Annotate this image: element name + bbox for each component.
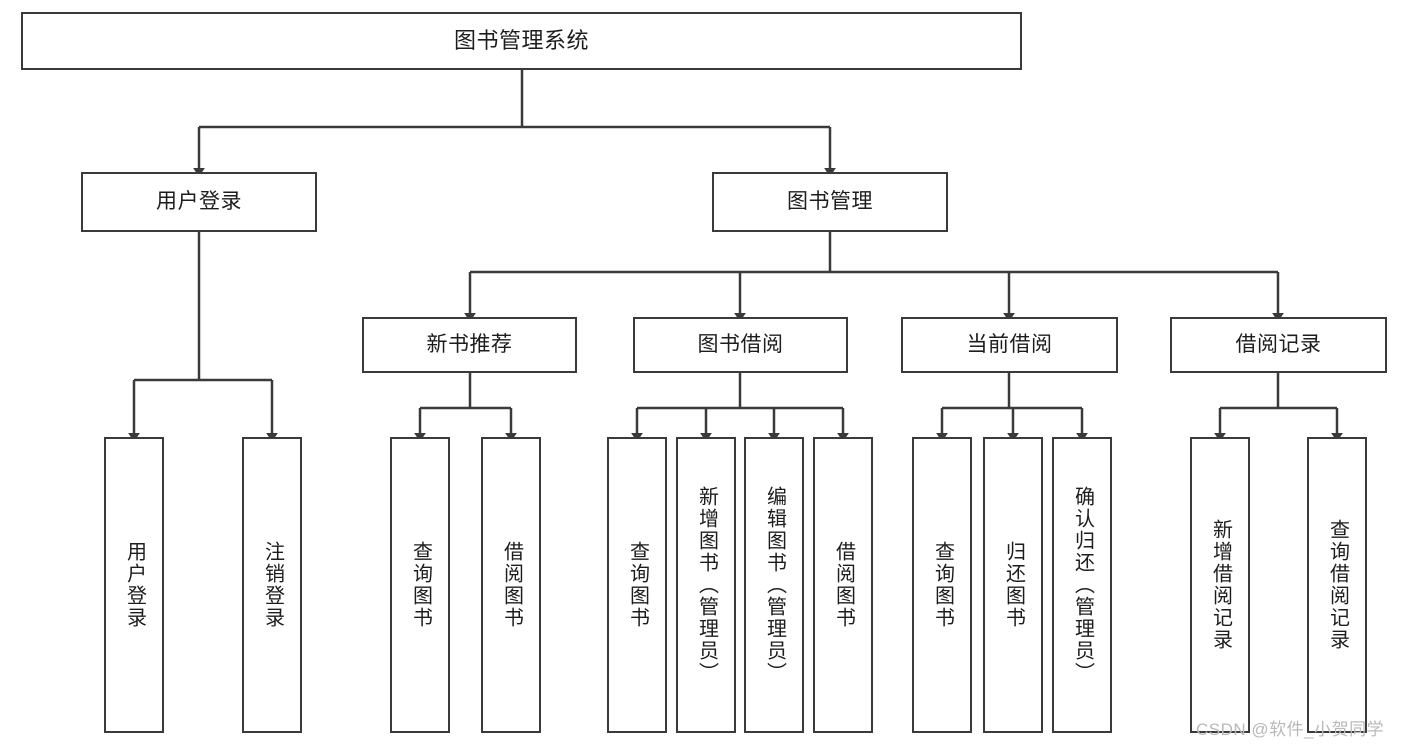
node-leaf-add-book[interactable]: 新增图书（管理员） [676,437,736,733]
node-label: 查询借阅记录 [1326,519,1349,651]
node-leaf-query-book-recommend[interactable]: 查询图书 [390,437,450,733]
node-label: 图书管理系统 [453,28,589,54]
node-leaf-borrow-book[interactable]: 借阅图书 [813,437,873,733]
node-borrow-record[interactable]: 借阅记录 [1170,317,1387,373]
node-leaf-return-book[interactable]: 归还图书 [983,437,1043,733]
node-leaf-logout[interactable]: 注销登录 [242,437,302,733]
node-label: 图书借阅 [697,332,784,356]
node-label: 新增借阅记录 [1209,519,1232,651]
node-label: 新书推荐 [426,332,513,356]
node-label: 借阅图书 [832,541,855,629]
node-new-book-recommend[interactable]: 新书推荐 [362,317,577,373]
node-leaf-borrow-book-recommend[interactable]: 借阅图书 [481,437,541,733]
node-user-login[interactable]: 用户登录 [81,172,317,232]
node-book-borrow[interactable]: 图书借阅 [633,317,848,373]
node-label: 注销登录 [261,541,284,629]
node-label: 用户登录 [156,189,242,213]
node-label: 新增图书（管理员） [695,486,718,684]
node-leaf-query-borrow-record[interactable]: 查询借阅记录 [1307,437,1367,733]
csdn-watermark: CSDN @软件_小贺同学 [1196,720,1385,739]
node-label: 归还图书 [1002,541,1025,629]
node-leaf-confirm-return[interactable]: 确认归还（管理员） [1052,437,1112,733]
node-label: 确认归还（管理员） [1071,486,1094,684]
node-root-system[interactable]: 图书管理系统 [21,12,1022,70]
node-leaf-user-login[interactable]: 用户登录 [104,437,164,733]
node-leaf-query-book-current[interactable]: 查询图书 [912,437,972,733]
node-label: 借阅记录 [1235,332,1322,356]
node-label: 编辑图书（管理员） [763,486,786,684]
node-book-manage[interactable]: 图书管理 [712,172,948,232]
node-label: 查询图书 [931,541,954,629]
node-leaf-edit-book[interactable]: 编辑图书（管理员） [744,437,804,733]
node-label: 查询图书 [409,541,432,629]
node-label: 图书管理 [787,189,873,213]
node-label: 当前借阅 [966,332,1053,356]
node-current-borrow[interactable]: 当前借阅 [901,317,1118,373]
node-label: 借阅图书 [500,541,523,629]
node-label: 用户登录 [123,541,146,629]
node-leaf-query-book-borrow[interactable]: 查询图书 [607,437,667,733]
node-leaf-add-borrow-record[interactable]: 新增借阅记录 [1190,437,1250,733]
node-label: 查询图书 [626,541,649,629]
